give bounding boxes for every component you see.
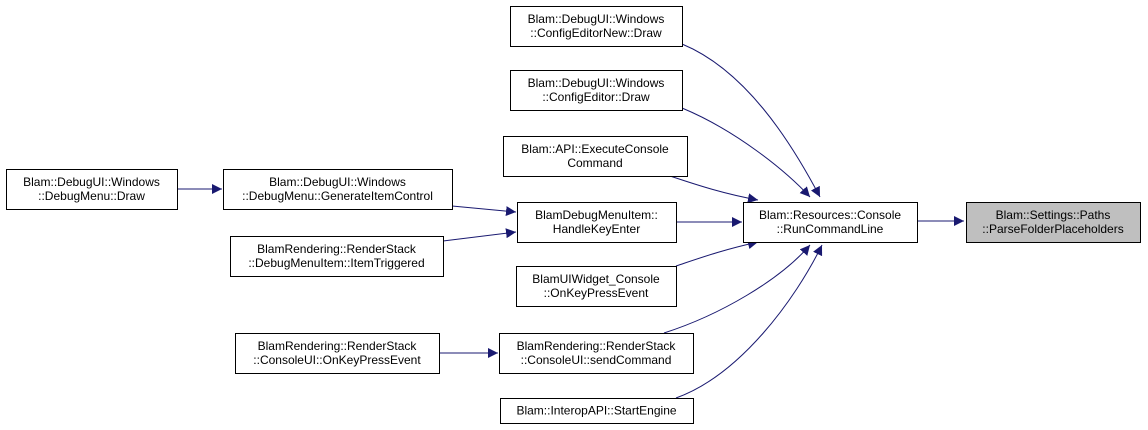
node-label: Blam::InteropAPI::StartEngine (516, 404, 676, 418)
edge-itemtrig-to-handlekey (442, 228, 517, 242)
node-box (235, 333, 440, 374)
node-label: ::DebugMenu::Draw (38, 189, 145, 203)
edge-widgetcons-to-runcmd (675, 239, 759, 267)
node-label: Blam::Resources::Console (759, 208, 901, 222)
node-box (230, 236, 444, 277)
node-label: HandleKeyEnter (553, 222, 640, 236)
node-box (510, 6, 683, 47)
node-parse-folder-placeholders[interactable]: Blam::Settings::Paths::ParseFolderPlaceh… (966, 202, 1141, 243)
node-debug-menu-item-triggered[interactable]: BlamRendering::RenderStack::DebugMenuIte… (230, 236, 444, 277)
node-label: ::RunCommandLine (777, 222, 884, 236)
node-config-editor-new-draw[interactable]: Blam::DebugUI::Windows::ConfigEditorNew:… (510, 6, 683, 47)
node-label: ::ConfigEditor::Draw (542, 90, 650, 104)
node-run-command-line[interactable]: Blam::Resources::Console::RunCommandLine (743, 202, 918, 243)
node-console-ui-on-key-press[interactable]: BlamRendering::RenderStack::ConsoleUI::O… (235, 333, 440, 374)
edge-genitem-to-handlekey (451, 205, 517, 217)
node-config-editor-draw[interactable]: Blam::DebugUI::Windows::ConfigEditor::Dr… (510, 70, 683, 111)
node-box (223, 169, 453, 210)
node-box (6, 169, 178, 210)
node-label: Blam::DebugUI::Windows (528, 76, 665, 90)
edge-startengine-to-runcmd (675, 244, 823, 399)
node-box (503, 136, 688, 177)
node-label: ::ConsoleUI::sendCommand (521, 353, 672, 367)
node-label: BlamUIWidget_Console (532, 272, 660, 286)
node-label: BlamRendering::RenderStack (258, 339, 418, 353)
edge-execcons-to-runcmd (669, 175, 759, 204)
node-generate-item-control[interactable]: Blam::DebugUI::Windows::DebugMenu::Gener… (223, 169, 453, 210)
node-widget-console-on-key-press[interactable]: BlamUIWidget_Console::OnKeyPressEvent (516, 266, 677, 307)
node-box (966, 202, 1141, 243)
node-box (743, 202, 918, 243)
node-box (500, 398, 694, 424)
node-box (499, 333, 694, 374)
node-label: Blam::API::ExecuteConsole (521, 142, 669, 156)
edge-layer (177, 43, 964, 399)
node-label: Blam::DebugUI::Windows (269, 175, 406, 189)
edge-cfgnew-to-runcmd (681, 43, 821, 198)
node-interop-start-engine[interactable]: Blam::InteropAPI::StartEngine (500, 398, 694, 424)
node-handle-key-enter[interactable]: BlamDebugMenuItem::HandleKeyEnter (517, 202, 677, 243)
node-label: Blam::Settings::Paths (996, 208, 1111, 222)
edge-cfg-to-runcmd (681, 107, 811, 198)
node-label: Blam::DebugUI::Windows (23, 175, 160, 189)
node-label: BlamRendering::RenderStack (257, 242, 417, 256)
node-label: Blam::DebugUI::Windows (528, 12, 665, 26)
node-label: BlamDebugMenuItem:: (535, 208, 658, 222)
node-layer: Blam::Settings::Paths::ParseFolderPlaceh… (6, 6, 1141, 424)
node-label: Command (567, 156, 622, 170)
node-debug-menu-draw[interactable]: Blam::DebugUI::Windows::DebugMenu::Draw (6, 169, 178, 210)
node-box (517, 202, 677, 243)
node-label: ::DebugMenuItem::ItemTriggered (248, 256, 424, 270)
node-box (510, 70, 683, 111)
edge-sendcmd-to-runcmd (663, 244, 811, 334)
node-label: ::OnKeyPressEvent (544, 286, 649, 300)
node-label: ::ConfigEditorNew::Draw (530, 26, 662, 40)
node-label: ::ConsoleUI::OnKeyPressEvent (253, 353, 421, 367)
node-label: BlamRendering::RenderStack (517, 339, 677, 353)
node-box (516, 266, 677, 307)
node-label: ::ParseFolderPlaceholders (982, 222, 1123, 236)
node-label: ::DebugMenu::GenerateItemControl (242, 189, 433, 203)
node-console-ui-send-command[interactable]: BlamRendering::RenderStack::ConsoleUI::s… (499, 333, 694, 374)
